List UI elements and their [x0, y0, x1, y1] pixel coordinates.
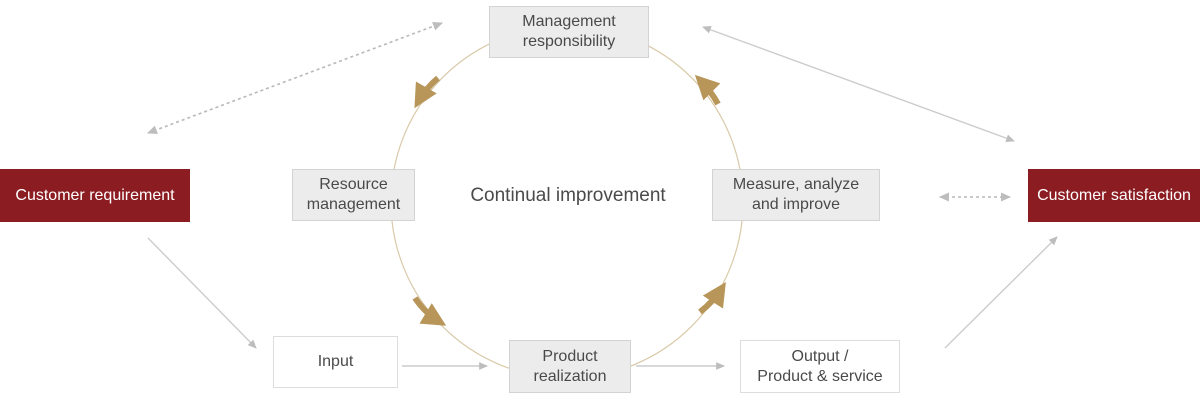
product-realization-label: Product realization: [533, 347, 607, 385]
product-realization-box: Product realization: [509, 340, 631, 393]
customer-satisfaction-box: Customer satisfaction: [1028, 169, 1200, 222]
input-label: Input: [317, 353, 354, 370]
output-satisfaction-link: [944, 236, 1058, 349]
resource-management-label: Resource management: [306, 176, 401, 213]
measure-analyze-improve-label: Measure, analyze and improve: [732, 176, 860, 213]
resource-management-box: Resource management: [292, 169, 415, 221]
management-satisfaction-link: [702, 26, 1015, 142]
output-product-service-label: Output / Product & service: [757, 347, 883, 385]
output-product-service-box: Output / Product & service: [740, 340, 900, 393]
continual-improvement-label: Continual improvement: [470, 185, 666, 206]
cycle-arrow-top-left: [414, 75, 440, 109]
management-responsibility-box: Management responsibility: [489, 6, 649, 58]
measure-analyze-improve-box: Measure, analyze and improve: [712, 169, 880, 221]
input-box: Input: [273, 336, 398, 388]
management-responsibility-label: Management responsibility: [522, 13, 616, 50]
requirement-management-link: [146, 21, 444, 135]
customer-requirement-label: Customer requirement: [15, 186, 175, 204]
cycle-arrow-bottom-right: [698, 281, 726, 315]
cycle-arrow-top-right: [694, 74, 721, 106]
customer-satisfaction-label: Customer satisfaction: [1037, 186, 1191, 204]
customer-requirement-box: Customer requirement: [0, 169, 190, 222]
cycle-arrow-bottom-left: [412, 296, 447, 326]
requirement-input-link: [147, 237, 257, 349]
